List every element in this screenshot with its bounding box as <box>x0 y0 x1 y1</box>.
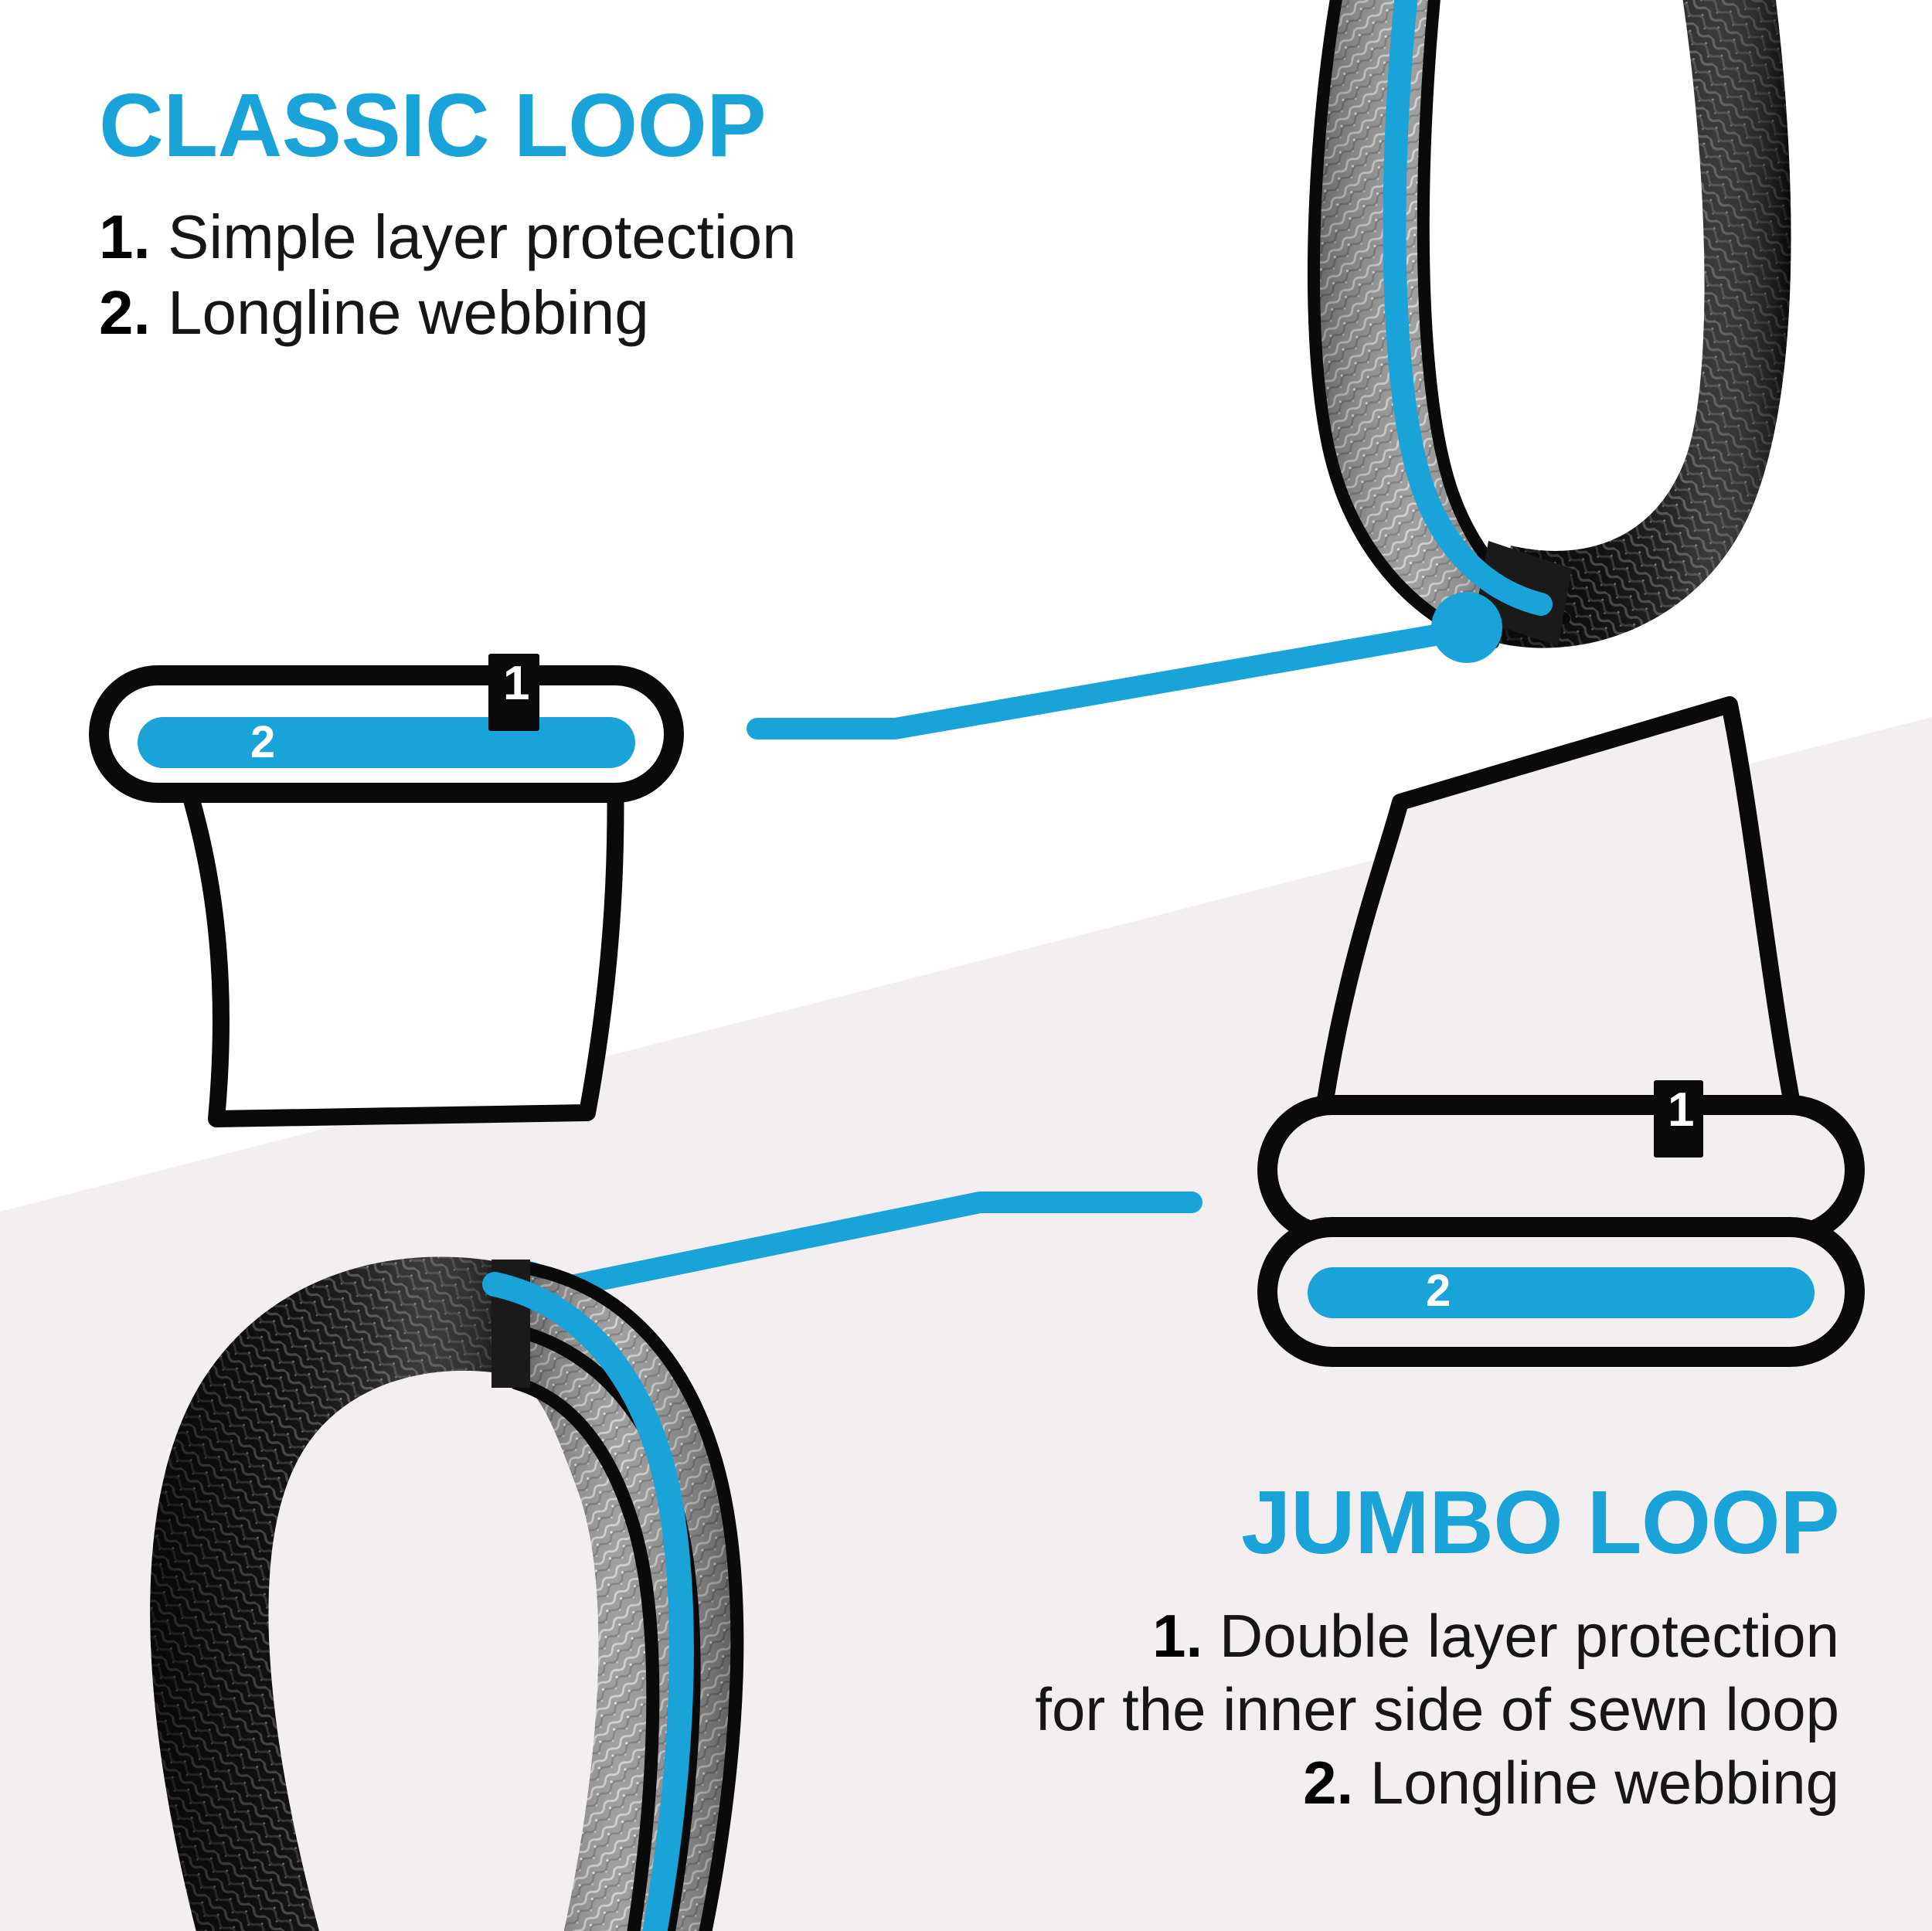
classic-loop-bullet-list: 1. Simple layer protection 2. Longline w… <box>99 199 797 350</box>
classic-bullet-1-number: 1. <box>99 202 151 271</box>
jumbo-bullet-1-continuation-text: for the inner side of sewn loop <box>1035 1675 1839 1744</box>
jumbo-bullet-2: 2. Longline webbing <box>1035 1746 1839 1820</box>
jumbo-loop-text-block: JUMBO LOOP 1. Double layer protection fo… <box>1035 1477 1839 1820</box>
classic-bullet-2-number: 2. <box>99 277 151 347</box>
classic-bullet-2-text: Longline webbing <box>167 277 649 347</box>
jumbo-bullet-1-text: Double layer protection <box>1219 1602 1839 1670</box>
classic-bullet-2: 2. Longline webbing <box>99 275 797 351</box>
classic-loop-text-block: CLASSIC LOOP 1. Simple layer protection … <box>99 80 797 350</box>
jumbo-bullet-1-continuation: for the inner side of sewn loop <box>1035 1673 1839 1746</box>
jumbo-bullet-1: 1. Double layer protection <box>1035 1600 1839 1673</box>
classic-bullet-1-text: Simple layer protection <box>167 202 797 271</box>
jumbo-bullet-2-number: 2. <box>1303 1749 1354 1817</box>
classic-loop-title: CLASSIC LOOP <box>99 75 767 175</box>
jumbo-bullet-1-number: 1. <box>1152 1602 1203 1670</box>
jumbo-loop-bullet-list: 1. Double layer protection for the inner… <box>1035 1600 1839 1820</box>
classic-bullet-1: 1. Simple layer protection <box>99 199 797 275</box>
jumbo-loop-title: JUMBO LOOP <box>1240 1472 1840 1572</box>
jumbo-bullet-2-text: Longline webbing <box>1369 1749 1839 1817</box>
